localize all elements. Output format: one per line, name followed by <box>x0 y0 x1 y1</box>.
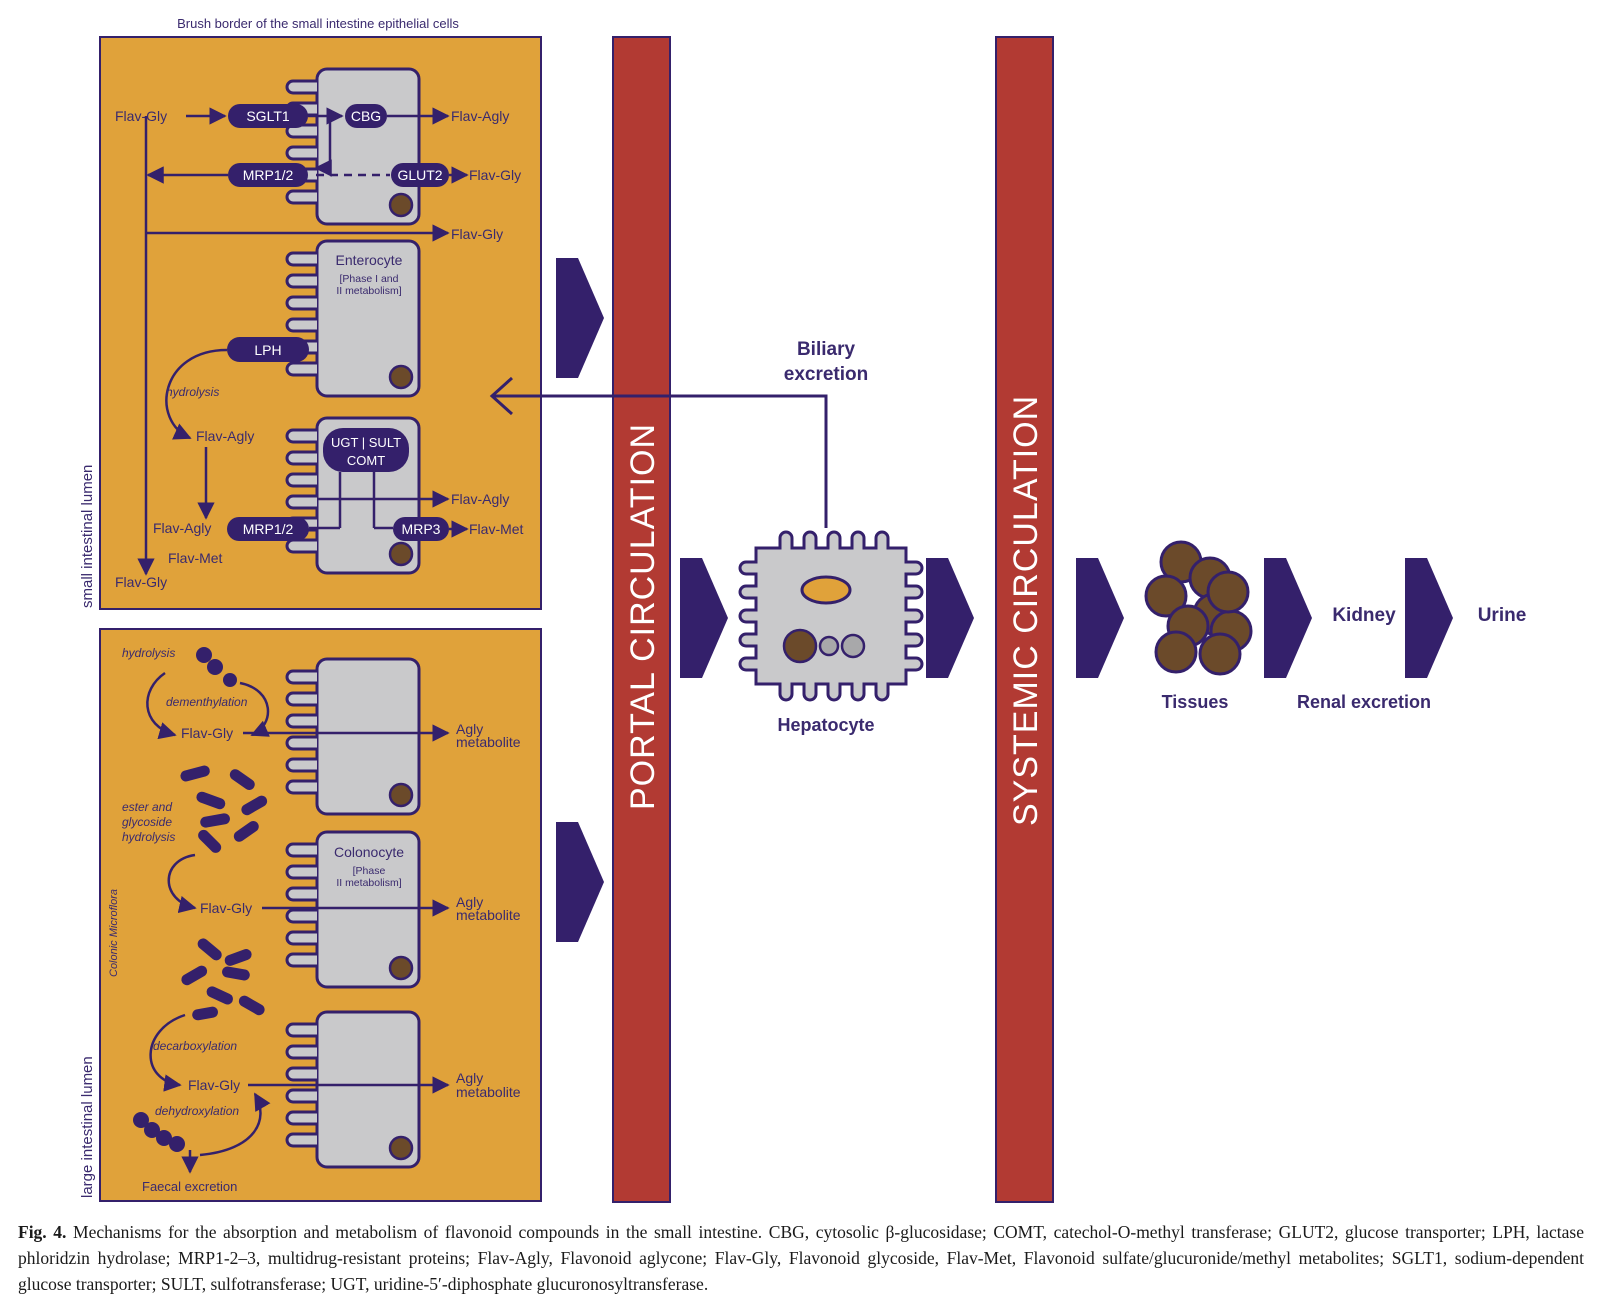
mrp12-top-transporter <box>228 163 308 187</box>
hydrolysis-label-large: hydrolysis <box>122 646 175 660</box>
flav-gly-bottom: Flav-Gly <box>115 574 167 590</box>
enterocyte-sub2: II metabolism] <box>336 285 401 297</box>
tissues-label: Tissues <box>1162 692 1229 712</box>
ugt-sult-label: UGT | SULT <box>331 435 401 450</box>
arrow-large-to-portal-icon <box>556 822 604 942</box>
cbg-label: CBG <box>351 108 381 124</box>
demethylation-label: dementhylation <box>166 695 248 709</box>
arrow-systemic-to-tissues-icon <box>1076 558 1124 678</box>
hydrolysis-label-small: hydrolysis <box>166 385 219 399</box>
systemic-circulation-bar <box>995 36 1054 1203</box>
caption-text: Mechanisms for the absorption and metabo… <box>18 1222 1584 1294</box>
bacteria-chain-icon <box>133 1112 185 1152</box>
portal-circulation-label: PORTAL CIRCULATION <box>624 423 662 810</box>
figure-caption: Fig. 4. Mechanisms for the absorption an… <box>18 1219 1584 1297</box>
metabolite-1: metabolite <box>456 734 521 750</box>
colonic-microflora-label: Colonic Microflora <box>108 889 120 977</box>
biliary-label-2: excretion <box>784 364 868 385</box>
hepatocyte-label: Hepatocyte <box>777 715 874 735</box>
colonocyte-cell-1 <box>285 657 421 816</box>
mrp12-bottom-transporter <box>227 517 309 541</box>
lph-enzyme <box>227 337 309 362</box>
tissues-cells-icon <box>1144 540 1253 676</box>
bacteria-cocci-icon <box>196 647 237 687</box>
large-lumen-label: large intestinal lumen <box>79 1056 96 1198</box>
figure-diagram: Brush border of the small intestine epit… <box>79 16 1527 1203</box>
sglt1-label: SGLT1 <box>246 108 290 124</box>
small-lumen-label: small intestinal lumen <box>79 465 96 608</box>
metabolite-3: metabolite <box>456 1084 521 1100</box>
flav-met-out: Flav-Met <box>469 521 524 537</box>
caption-label: Fig. 4. <box>18 1222 67 1242</box>
comt-label: COMT <box>347 453 385 468</box>
arrow-liver-to-systemic-icon <box>926 558 974 678</box>
flav-gly-large-2: Flav-Gly <box>200 900 252 916</box>
agly-3: Agly <box>456 1070 483 1086</box>
hepatocyte-cell <box>738 530 924 702</box>
glut2-label: GLUT2 <box>397 167 442 183</box>
ester-label-1: ester and <box>122 800 172 814</box>
colonocyte-sub1: [Phase <box>353 865 386 877</box>
metabolite-2: metabolite <box>456 907 521 923</box>
lph-label: LPH <box>254 342 281 358</box>
colonocyte-cell-3 <box>285 1010 421 1169</box>
brush-border-label: Brush border of the small intestine epit… <box>177 16 459 31</box>
systemic-circulation-label: SYSTEMIC CIRCULATION <box>1007 395 1045 826</box>
urine-label: Urine <box>1478 605 1527 626</box>
arrow-kidney-to-urine-icon <box>1405 558 1453 678</box>
portal-circulation-bar <box>612 36 671 1203</box>
colonocyte-sub2: II metabolism] <box>336 877 401 889</box>
mrp12-top-label: MRP1/2 <box>243 167 294 183</box>
sglt1-transporter <box>228 104 308 128</box>
dehydroxylation-label: dehydroxylation <box>155 1104 239 1118</box>
flav-gly-in-label: Flav-Gly <box>115 108 167 124</box>
faecal-excretion-label: Faecal excretion <box>142 1179 237 1194</box>
ugt-sult-comt-enzymes <box>323 428 409 472</box>
agly-1: Agly <box>456 721 483 737</box>
enterocyte-cell-1 <box>285 67 421 226</box>
flav-met-left: Flav-Met <box>168 550 223 566</box>
ester-label-3: hydrolysis <box>122 830 175 844</box>
enterocyte-sub1: [Phase I and <box>340 273 399 285</box>
enterocyte-title: Enterocyte <box>336 252 403 268</box>
kidney-label: Kidney <box>1332 605 1396 626</box>
arrow-tissues-to-kidney-icon <box>1264 558 1312 678</box>
flav-agly-mid: Flav-Agly <box>196 428 254 444</box>
bacteria-rods-icon-1 <box>180 765 268 853</box>
flav-gly-large-3: Flav-Gly <box>188 1077 240 1093</box>
bacteria-rods-icon-2 <box>181 938 265 1021</box>
decarboxylation-label: decarboxylation <box>153 1039 237 1053</box>
mrp3-label: MRP3 <box>402 521 441 537</box>
flav-agly-left: Flav-Agly <box>153 520 211 536</box>
flav-gly-out1: Flav-Gly <box>469 167 521 183</box>
flav-agly-out1: Flav-Agly <box>451 108 509 124</box>
flav-gly-out2: Flav-Gly <box>451 226 503 242</box>
flav-agly-out2: Flav-Agly <box>451 491 509 507</box>
renal-excretion-label: Renal excretion <box>1297 692 1431 712</box>
arrow-small-to-portal-icon <box>556 258 604 378</box>
cbg-enzyme <box>345 104 387 128</box>
biliary-label-1: Biliary <box>797 339 856 360</box>
glut2-transporter <box>391 163 449 187</box>
mrp12-bottom-label: MRP1/2 <box>243 521 294 537</box>
colonocyte-title: Colonocyte <box>334 844 404 860</box>
agly-2: Agly <box>456 894 483 910</box>
flav-gly-large-1: Flav-Gly <box>181 725 233 741</box>
mrp3-transporter <box>393 517 449 541</box>
arrow-portal-to-liver-icon <box>680 558 728 678</box>
ester-label-2: glycoside <box>122 815 172 829</box>
